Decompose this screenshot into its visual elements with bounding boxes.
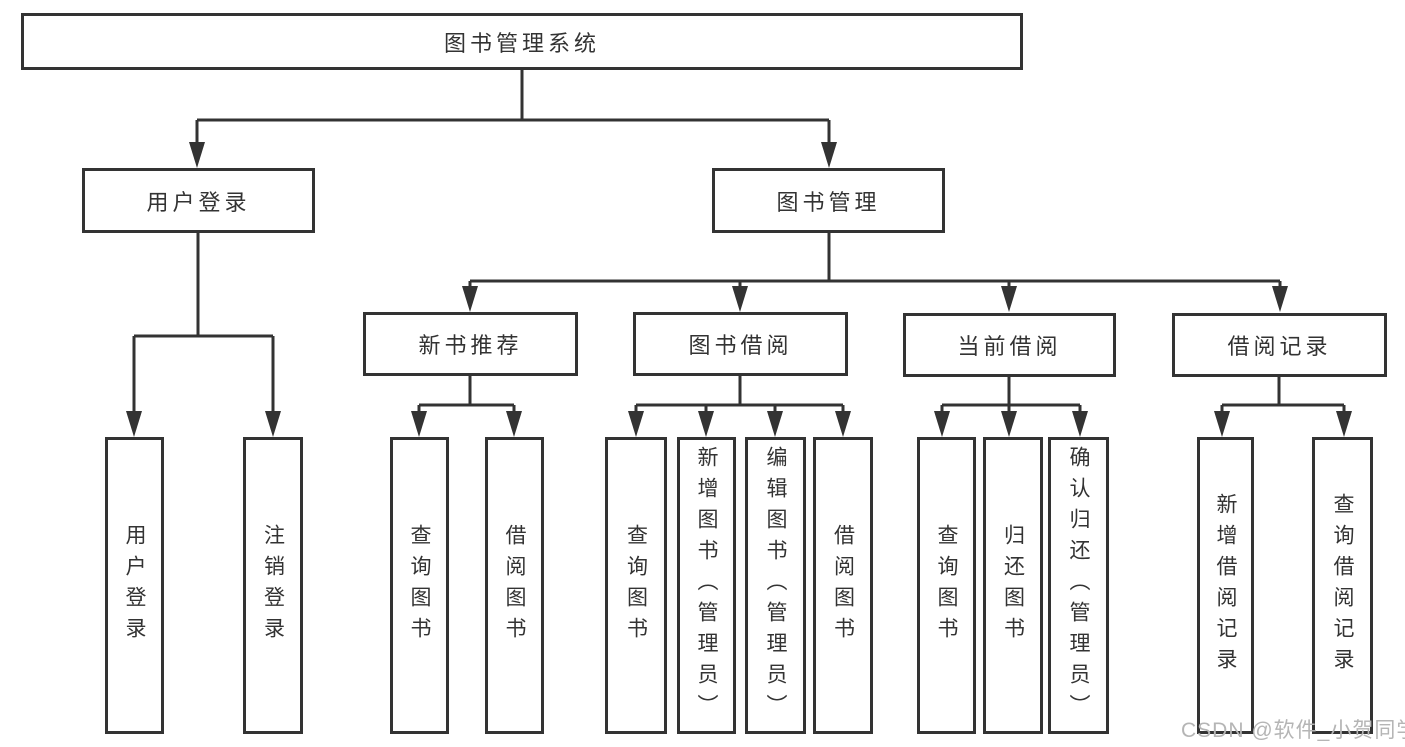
- arrowhead-icon: [732, 286, 748, 312]
- leaf-user-login: 用户登录: [105, 437, 164, 734]
- arrowhead-icon: [628, 411, 644, 437]
- watermark: CSDN @软件_小贺同学: [1181, 719, 1405, 742]
- connector-book-mgmt-children: [462, 233, 1288, 312]
- leaf-bb-add-book: 新增图书（管理员）: [677, 437, 736, 734]
- leaf-br-add-record-label: 新增借阅记录: [1214, 492, 1237, 679]
- node-user-login-label: 用户登录: [146, 189, 251, 215]
- node-book-mgmt-label: 图书管理: [776, 189, 881, 215]
- arrowhead-icon: [265, 411, 281, 437]
- node-root: 图书管理系统: [21, 13, 1023, 70]
- leaf-cb-return-book-label: 归还图书: [1001, 523, 1025, 648]
- node-root-label: 图书管理系统: [443, 30, 600, 56]
- leaf-user-login-label: 用户登录: [123, 523, 146, 648]
- leaf-bb-edit-book: 编辑图书（管理员）: [745, 437, 806, 734]
- leaf-bb-query-book: 查询图书: [605, 437, 667, 734]
- leaf-nb-query-book-label: 查询图书: [408, 523, 431, 648]
- leaf-nb-borrow-book-label: 借阅图书: [503, 523, 526, 648]
- arrowhead-icon: [411, 411, 427, 437]
- connector-user-login-children: [126, 233, 281, 437]
- node-book-borrow-label: 图书借阅: [688, 333, 793, 358]
- edge-line: [634, 376, 845, 413]
- connector-borrow-records-children: [1214, 377, 1352, 437]
- node-new-book-rec-label: 新书推荐: [418, 333, 523, 358]
- node-new-book-rec: 新书推荐: [363, 312, 578, 376]
- node-borrow-records: 借阅记录: [1172, 313, 1387, 377]
- connector-new-book-rec-children: [411, 376, 522, 437]
- arrowhead-icon: [821, 142, 837, 168]
- edge-line: [132, 233, 275, 413]
- edge-line: [940, 377, 1082, 413]
- node-current-borrow: 当前借阅: [903, 313, 1116, 377]
- leaf-br-add-record: 新增借阅记录: [1197, 437, 1254, 734]
- leaf-bb-borrow-book: 借阅图书: [813, 437, 873, 734]
- leaf-cb-confirm-return: 确认归还（管理员）: [1048, 437, 1109, 734]
- connector-current-borrow-children: [934, 377, 1088, 437]
- leaf-cb-query-book: 查询图书: [917, 437, 976, 734]
- arrowhead-icon: [1272, 286, 1288, 312]
- arrowhead-icon: [934, 411, 950, 437]
- leaf-br-query-record: 查询借阅记录: [1312, 437, 1373, 734]
- leaf-logout-label: 注销登录: [261, 523, 285, 648]
- arrowhead-icon: [126, 411, 142, 437]
- arrowhead-icon: [506, 411, 522, 437]
- node-current-borrow-label: 当前借阅: [957, 334, 1062, 359]
- leaf-cb-query-book-label: 查询图书: [935, 523, 958, 648]
- leaf-nb-borrow-book: 借阅图书: [485, 437, 544, 734]
- arrowhead-icon: [835, 411, 851, 437]
- arrowhead-icon: [1001, 411, 1017, 437]
- leaf-cb-confirm-return-label: 确认归还（管理员）: [1067, 446, 1090, 725]
- leaf-cb-return-book: 归还图书: [983, 437, 1043, 734]
- leaf-bb-query-book-label: 查询图书: [624, 523, 648, 648]
- node-user-login: 用户登录: [82, 168, 315, 233]
- leaf-bb-edit-book-label: 编辑图书（管理员）: [764, 446, 787, 725]
- arrowhead-icon: [1214, 411, 1230, 437]
- node-book-borrow: 图书借阅: [633, 312, 848, 376]
- leaf-logout: 注销登录: [243, 437, 303, 734]
- arrowhead-icon: [698, 411, 714, 437]
- edge-line: [468, 233, 1282, 288]
- connector-book-borrow-children: [628, 376, 851, 437]
- arrowhead-icon: [1072, 411, 1088, 437]
- arrowhead-icon: [1336, 411, 1352, 437]
- arrowhead-icon: [462, 286, 478, 312]
- leaf-nb-query-book: 查询图书: [390, 437, 449, 734]
- leaf-bb-borrow-book-label: 借阅图书: [831, 523, 855, 648]
- connector-root-children: [189, 69, 837, 168]
- leaf-bb-add-book-label: 新增图书（管理员）: [695, 446, 718, 725]
- arrowhead-icon: [767, 411, 783, 437]
- arrowhead-icon: [1001, 286, 1017, 312]
- node-book-mgmt: 图书管理: [712, 168, 945, 233]
- edge-line: [1220, 377, 1346, 413]
- arrowhead-icon: [189, 142, 205, 168]
- edge-line: [195, 69, 831, 144]
- edge-line: [417, 376, 516, 413]
- leaf-br-query-record-label: 查询借阅记录: [1331, 492, 1354, 679]
- node-borrow-records-label: 借阅记录: [1227, 334, 1332, 359]
